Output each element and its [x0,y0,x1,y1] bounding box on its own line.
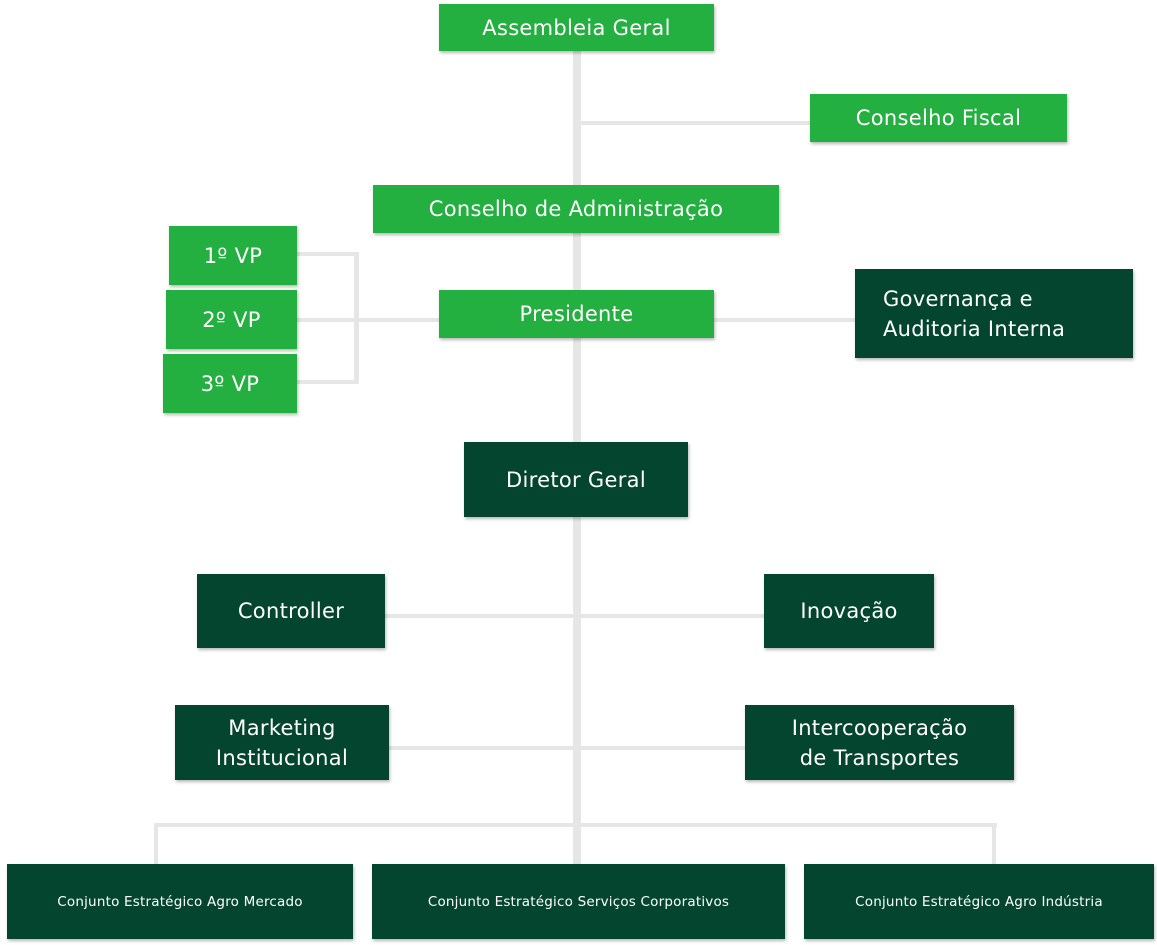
conselho-administracao-label: Conselho de Administração [428,197,724,221]
assembleia-geral-box: Assembleia Geral [439,4,714,51]
governanca-auditoria-box: Governança e Auditoria Interna [855,269,1133,358]
diretor-geral-label: Diretor Geral [506,467,646,492]
conselho-fiscal-box: Conselho Fiscal [810,94,1067,142]
vp2-box: 2º VP [166,290,297,349]
inovacao-box: Inovação [764,574,934,648]
connector-bottom-left-drop [154,823,158,865]
ce-agro-industria-label: Conjunto Estratégico Agro Indústria [855,893,1103,910]
marketing-label-line1: Marketing [228,715,336,740]
governanca-label-line2: Auditoria Interna [883,316,1066,341]
intercooperacao-transportes-box: Intercooperação de Transportes [745,705,1014,780]
connector-presidente-vp-bracket [358,318,440,322]
connector-conselho-fiscal [581,121,811,125]
presidente-label: Presidente [519,302,634,326]
conselho-administracao-box: Conselho de Administração [373,185,779,233]
conselho-fiscal-label: Conselho Fiscal [855,106,1022,130]
intercooperacao-label-line2: de Transportes [799,745,960,770]
controller-label: Controller [237,599,345,623]
assembleia-geral-label: Assembleia Geral [482,15,671,40]
intercooperacao-label-line1: Intercooperação [791,715,968,740]
presidente-box: Presidente [439,290,714,338]
ce-servicos-corporativos-label: Conjunto Estratégico Serviços Corporativ… [427,893,730,910]
connector-vp1 [297,252,357,256]
ce-agro-mercado-box: Conjunto Estratégico Agro Mercado [7,864,353,939]
diretor-geral-box: Diretor Geral [464,442,688,517]
vp1-label: 1º VP [203,243,263,268]
connector-controller-inovacao [385,614,765,618]
connector-presidente-governanca [714,318,856,322]
ce-agro-industria-box: Conjunto Estratégico Agro Indústria [804,864,1154,939]
vp1-box: 1º VP [169,226,297,285]
vp2-label: 2º VP [202,307,261,332]
connector-bottom-right-drop [992,823,996,865]
governanca-label-line1: Governança e [883,286,1033,311]
vp3-box: 3º VP [163,354,297,413]
connector-marketing-intercooperacao [389,746,746,750]
ce-agro-mercado-label: Conjunto Estratégico Agro Mercado [57,893,303,910]
controller-box: Controller [197,574,385,648]
connector-bottom-horizontal [154,823,997,827]
connector-vp2 [297,318,357,322]
ce-servicos-corporativos-box: Conjunto Estratégico Serviços Corporativ… [372,864,785,939]
marketing-label-line2: Institucional [215,745,349,770]
inovacao-label: Inovação [800,599,898,623]
vp3-label: 3º VP [200,371,260,396]
marketing-institucional-box: Marketing Institucional [175,705,389,780]
connector-vp3 [297,380,357,384]
